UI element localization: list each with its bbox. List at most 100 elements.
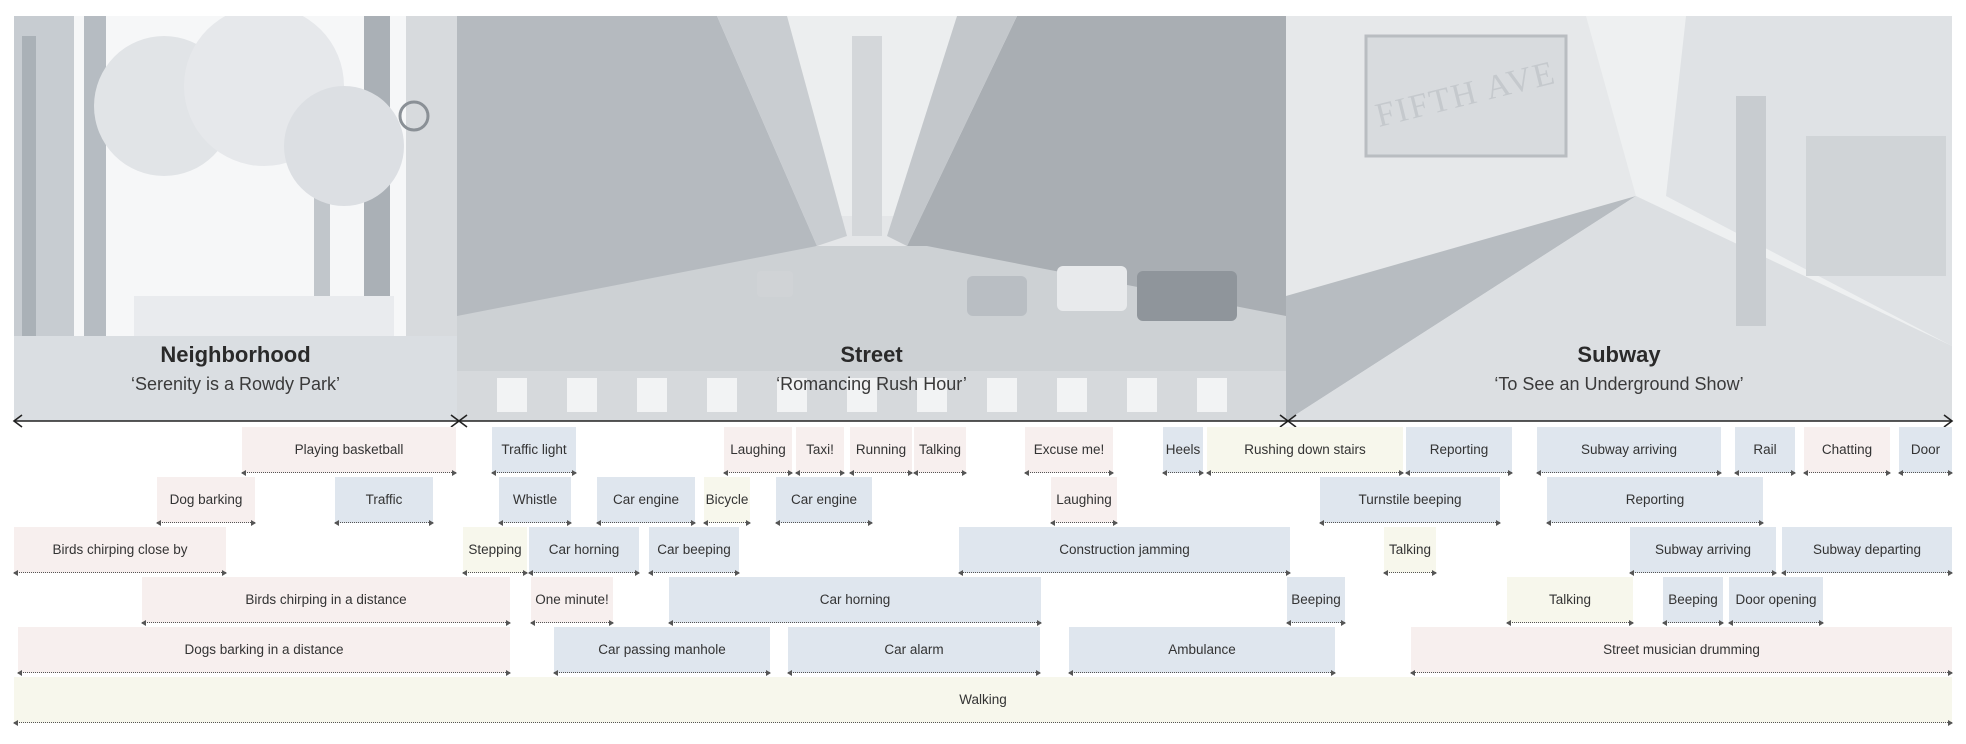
event-label: Stepping bbox=[468, 542, 522, 557]
event-background bbox=[529, 527, 639, 573]
event-duration-arrow bbox=[156, 520, 256, 526]
event-duration-arrow bbox=[1546, 520, 1764, 526]
event-duration-arrow bbox=[334, 520, 434, 526]
event-duration-arrow bbox=[1405, 470, 1513, 476]
event-background bbox=[1782, 527, 1952, 573]
event-label: Birds chirping in a distance bbox=[245, 592, 407, 607]
sound-event: Laughing bbox=[1050, 477, 1118, 526]
event-label: Chatting bbox=[1821, 442, 1873, 457]
neighborhood-park-illustration bbox=[14, 16, 457, 421]
sound-event: Stepping bbox=[462, 527, 528, 576]
event-background bbox=[1320, 477, 1500, 523]
sound-event: Reporting bbox=[1405, 427, 1513, 476]
event-background bbox=[1069, 627, 1335, 673]
event-label: Rail bbox=[1753, 442, 1777, 457]
event-duration-arrow bbox=[241, 470, 457, 476]
sound-event: Subway arriving bbox=[1629, 527, 1777, 576]
event-duration-arrow bbox=[1734, 470, 1796, 476]
event-duration-arrow bbox=[1383, 570, 1437, 576]
event-background bbox=[914, 427, 966, 473]
event-background bbox=[492, 427, 576, 473]
event-duration-arrow bbox=[1781, 570, 1953, 576]
subway-scene: FIFTH AVE Subway ‘To See an Underground … bbox=[1286, 16, 1952, 421]
event-background bbox=[1507, 577, 1633, 623]
event-background bbox=[669, 577, 1041, 623]
event-label: Car alarm bbox=[884, 642, 944, 657]
event-duration-arrow bbox=[913, 470, 967, 476]
event-duration-arrow bbox=[795, 470, 845, 476]
event-label: Traffic bbox=[365, 492, 403, 507]
sound-event: Car engine bbox=[596, 477, 696, 526]
scene-subtitle: ‘To See an Underground Show’ bbox=[1494, 374, 1744, 394]
scene-title: Street bbox=[840, 342, 903, 367]
event-label: Street musician drumming bbox=[1603, 642, 1760, 657]
event-label: Playing basketball bbox=[294, 442, 404, 457]
sound-event: Subway arriving bbox=[1536, 427, 1722, 476]
event-label: Reporting bbox=[1429, 442, 1489, 457]
subway-platform-illustration bbox=[1286, 16, 1952, 421]
event-background bbox=[1899, 427, 1952, 473]
sound-event: Car beeping bbox=[648, 527, 740, 576]
event-duration-arrow bbox=[787, 670, 1041, 676]
sound-event: Dog barking bbox=[156, 477, 256, 526]
scene-subtitle: ‘Serenity is a Rowdy Park’ bbox=[130, 374, 341, 394]
event-label: Door opening bbox=[1735, 592, 1817, 607]
event-duration-arrow bbox=[498, 520, 572, 526]
event-label: Talking bbox=[1548, 592, 1592, 607]
event-duration-arrow bbox=[775, 520, 873, 526]
event-label: Walking bbox=[959, 692, 1007, 707]
event-background bbox=[1804, 427, 1890, 473]
event-background bbox=[554, 627, 770, 673]
sound-event: Reporting bbox=[1546, 477, 1764, 526]
event-background bbox=[1663, 577, 1723, 623]
event-label: One minute! bbox=[535, 592, 609, 607]
event-duration-arrow bbox=[1206, 470, 1404, 476]
event-background bbox=[463, 527, 527, 573]
event-duration-arrow bbox=[1410, 670, 1953, 676]
sound-event: Car horning bbox=[528, 527, 640, 576]
sound-event: Beeping bbox=[1662, 577, 1724, 626]
event-label: Ambulance bbox=[1168, 642, 1236, 657]
event-background bbox=[1630, 527, 1776, 573]
sound-event: Traffic light bbox=[491, 427, 577, 476]
event-background bbox=[1411, 627, 1952, 673]
event-label: Subway arriving bbox=[1654, 542, 1752, 557]
event-label: Whistle bbox=[512, 492, 558, 507]
sound-event: Laughing bbox=[723, 427, 793, 476]
event-duration-arrow bbox=[462, 570, 528, 576]
event-background bbox=[704, 477, 750, 523]
event-background bbox=[850, 427, 912, 473]
event-duration-arrow bbox=[1024, 470, 1114, 476]
event-duration-arrow bbox=[553, 670, 771, 676]
sound-event: Talking bbox=[1506, 577, 1634, 626]
sound-event: Ambulance bbox=[1068, 627, 1336, 676]
sound-event: Running bbox=[849, 427, 913, 476]
sound-event: Taxi! bbox=[795, 427, 845, 476]
sound-event: Whistle bbox=[498, 477, 572, 526]
sound-event: Car engine bbox=[775, 477, 873, 526]
event-label: Dog barking bbox=[169, 492, 243, 507]
event-label: Door bbox=[1910, 442, 1941, 457]
sound-event: Car passing manhole bbox=[553, 627, 771, 676]
event-label: Car beeping bbox=[657, 542, 731, 557]
sound-event: Birds chirping in a distance bbox=[141, 577, 511, 626]
event-duration-arrow bbox=[1506, 620, 1634, 626]
event-duration-arrow bbox=[1319, 520, 1501, 526]
event-duration-arrow bbox=[13, 570, 227, 576]
sound-event: Heels bbox=[1162, 427, 1204, 476]
event-duration-arrow bbox=[1898, 470, 1953, 476]
sound-event: Walking bbox=[13, 677, 1953, 726]
neighborhood-scene: Neighborhood ‘Serenity is a Rowdy Park’ bbox=[14, 16, 457, 421]
event-background bbox=[1163, 427, 1203, 473]
sound-event: Door opening bbox=[1728, 577, 1824, 626]
event-duration-arrow bbox=[1162, 470, 1204, 476]
sound-event: Excuse me! bbox=[1024, 427, 1114, 476]
event-duration-arrow bbox=[1629, 570, 1777, 576]
event-label: Rushing down stairs bbox=[1244, 442, 1366, 457]
event-label: Talking bbox=[1388, 542, 1432, 557]
event-background bbox=[1287, 577, 1345, 623]
event-label: Taxi! bbox=[806, 442, 834, 457]
event-background bbox=[1025, 427, 1113, 473]
event-label: Car engine bbox=[612, 492, 680, 507]
event-duration-arrow bbox=[1050, 520, 1118, 526]
